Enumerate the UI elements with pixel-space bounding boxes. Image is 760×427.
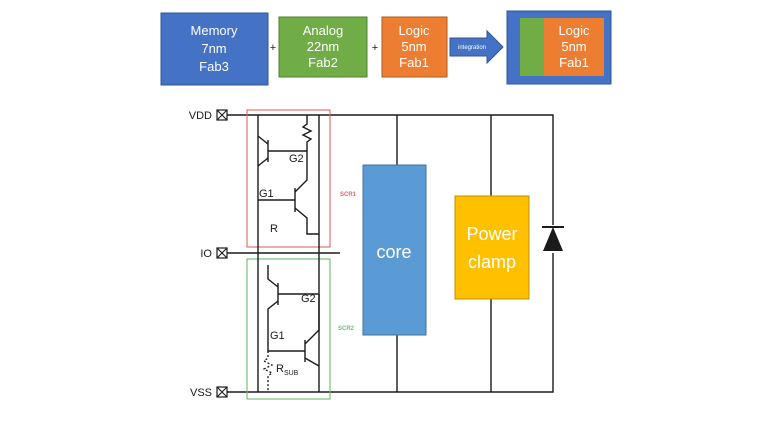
memory-fab: Fab3 [199, 59, 229, 74]
core-label: core [376, 242, 411, 262]
scr2-label: SCR2 [338, 326, 355, 332]
memory-block: Memory 7nm Fab3 [160, 12, 269, 86]
vdd-rail [227, 114, 554, 225]
integrated-logic-label: Logic [558, 23, 590, 38]
vdd-label: VDD [189, 110, 212, 122]
scr1-box [246, 109, 331, 248]
scr1-g2: G2 [289, 153, 304, 165]
logic-block: Logic 5nm Fab1 [381, 16, 448, 78]
logic-label: Logic [398, 23, 430, 38]
diode [542, 226, 564, 251]
vdd-pin: VDD [189, 109, 228, 122]
integrated-logic-fab: Fab1 [559, 55, 589, 70]
vss-rail [227, 253, 554, 393]
integration-arrow: integration [449, 29, 504, 65]
analog-node: 22nm [307, 39, 340, 54]
plus-sign-1: + [270, 42, 276, 54]
scr2-g2: G2 [301, 293, 316, 305]
power-clamp-block: Power clamp [454, 195, 530, 300]
memory-node: 7nm [201, 41, 226, 56]
scr2-rsub: RSUB [276, 363, 299, 377]
integrated-logic-die [544, 18, 604, 76]
integration-label: integration [458, 45, 486, 51]
plus-sign-2: + [372, 42, 378, 54]
scr1-label: SCR1 [340, 192, 357, 198]
scr2-g1: G1 [270, 330, 285, 342]
scr1-r: R [270, 223, 278, 235]
clamp-label-2: clamp [468, 252, 516, 272]
clamp-label-1: Power [466, 224, 517, 244]
analog-label: Analog [303, 23, 343, 38]
analog-fab: Fab2 [308, 55, 338, 70]
memory-label: Memory [191, 23, 238, 38]
analog-block: Analog 22nm Fab2 [278, 16, 368, 78]
scr2-circuit: SCR2 G2 G1 RSUB [246, 253, 355, 400]
integrated-analog-die [520, 18, 544, 76]
vss-pin: VSS [190, 386, 228, 399]
integrated-logic-node: 5nm [561, 39, 586, 54]
scr2-box [246, 258, 331, 400]
scr1-g1: G1 [259, 188, 274, 200]
scr1-circuit: SCR1 G2 G1 R [246, 109, 357, 253]
logic-node: 5nm [401, 39, 426, 54]
core-block: core [362, 164, 427, 336]
logic-fab: Fab1 [399, 55, 429, 70]
io-label: IO [200, 248, 212, 260]
io-pin: IO [200, 247, 228, 260]
vss-label: VSS [190, 387, 212, 399]
integrated-package: Logic 5nm Fab1 [506, 10, 612, 85]
